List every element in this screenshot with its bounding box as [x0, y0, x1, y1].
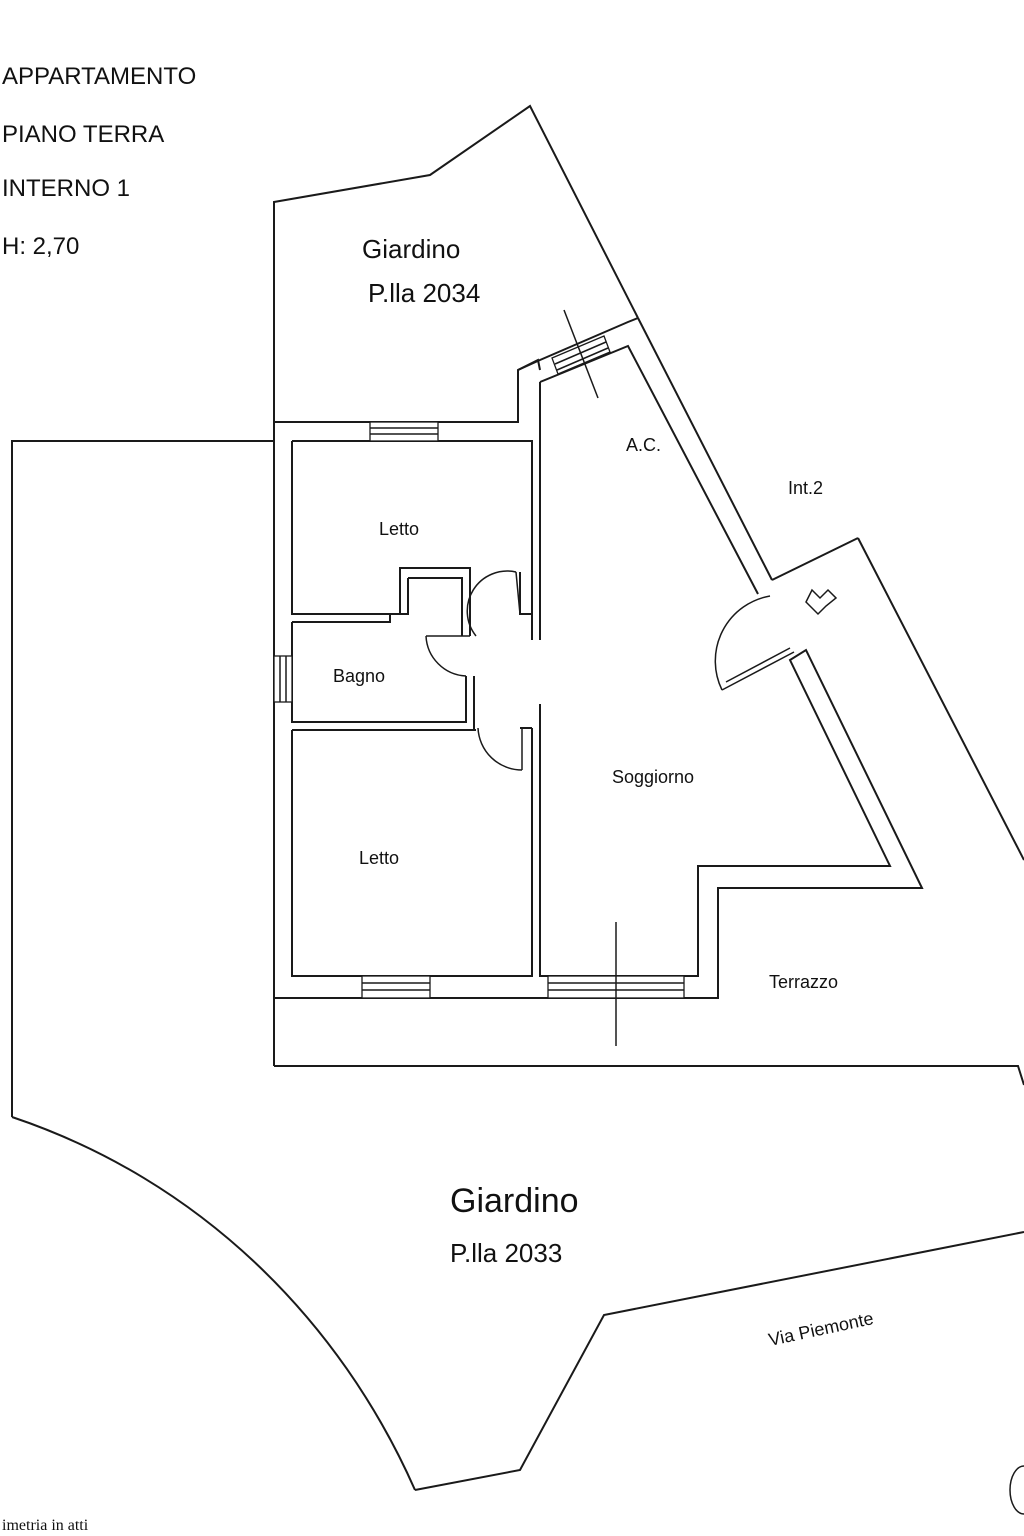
door-bagno [425, 635, 470, 677]
label-soggiorno: Soggiorno [612, 767, 694, 787]
window-ac [551, 309, 611, 399]
header-line-3: INTERNO 1 [2, 175, 130, 202]
doors [425, 570, 838, 771]
window-soggiorno [547, 922, 685, 1046]
label-letto-top: Letto [379, 519, 419, 539]
label-ac: A.C. [626, 435, 661, 455]
label-giardino-top: Giardino [362, 234, 460, 264]
header: APPARTAMENTO PIANO TERRA INTERNO 1 H: 2,… [2, 63, 196, 260]
header-line-4: H: 2,70 [2, 233, 79, 260]
door-letto-top [466, 570, 521, 637]
site-outlines [11, 104, 1024, 1491]
label-particella-bottom: P.lla 2033 [450, 1238, 562, 1268]
entrance-arrow-icon [805, 588, 838, 616]
label-giardino-bottom: Giardino [450, 1182, 579, 1220]
header-line-1: APPARTAMENTO [2, 63, 196, 90]
window-bagno [273, 655, 293, 703]
footer: imetria in atti [2, 1465, 1024, 1534]
label-terrazzo: Terrazzo [769, 972, 838, 992]
label-bagno: Bagno [333, 666, 385, 686]
label-letto-bottom: Letto [359, 848, 399, 868]
label-via: Via Piemonte [767, 1308, 876, 1350]
door-entrance [714, 595, 795, 691]
label-int2: Int.2 [788, 478, 823, 498]
footer-note: imetria in atti [2, 1517, 89, 1534]
building-walls [273, 317, 924, 999]
header-line-2: PIANO TERRA [2, 121, 164, 148]
windows [273, 309, 685, 1046]
window-bottom-letto [361, 975, 431, 999]
label-particella-top: P.lla 2034 [368, 278, 480, 308]
door-letto-bottom [477, 727, 523, 771]
labels: Giardino P.lla 2034 A.C. Int.2 Letto Bag… [333, 234, 875, 1350]
window-top-letto [369, 421, 439, 442]
footer-partial-circle [1009, 1465, 1024, 1515]
